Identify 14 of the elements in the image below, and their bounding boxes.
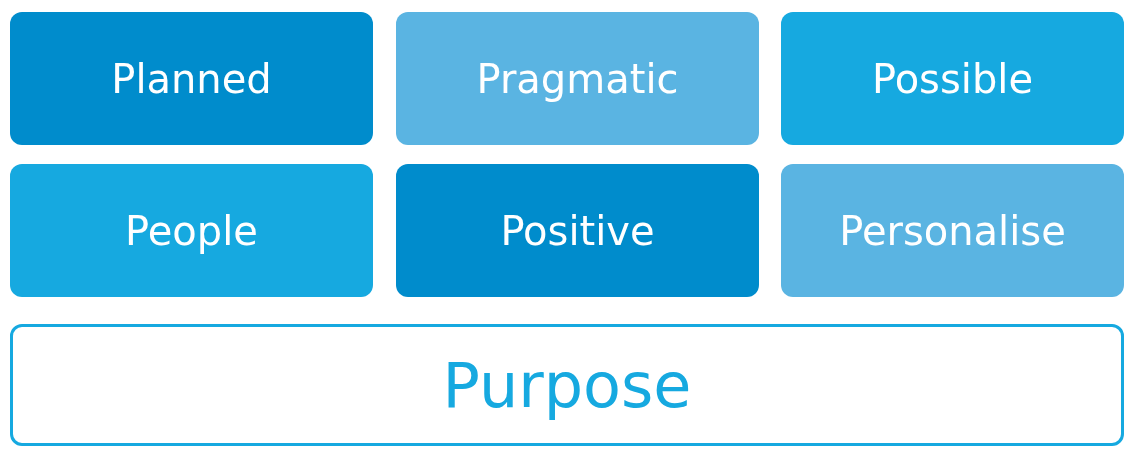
tile-label: People — [125, 207, 258, 254]
colored-tile — [781, 164, 1124, 297]
tile-label: Positive — [500, 207, 655, 254]
colored-tile — [396, 12, 759, 145]
colored-tile — [10, 164, 373, 297]
outlined-banner — [10, 324, 1124, 446]
colored-tile — [396, 164, 759, 297]
tile-label: Purpose — [442, 348, 692, 422]
tile-label: Pragmatic — [476, 55, 679, 102]
tile-label: Planned — [111, 55, 272, 102]
colored-tile — [781, 12, 1124, 145]
tile-label: Possible — [871, 55, 1034, 102]
tile-label: Personalise — [839, 207, 1066, 254]
colored-tile — [10, 12, 373, 145]
